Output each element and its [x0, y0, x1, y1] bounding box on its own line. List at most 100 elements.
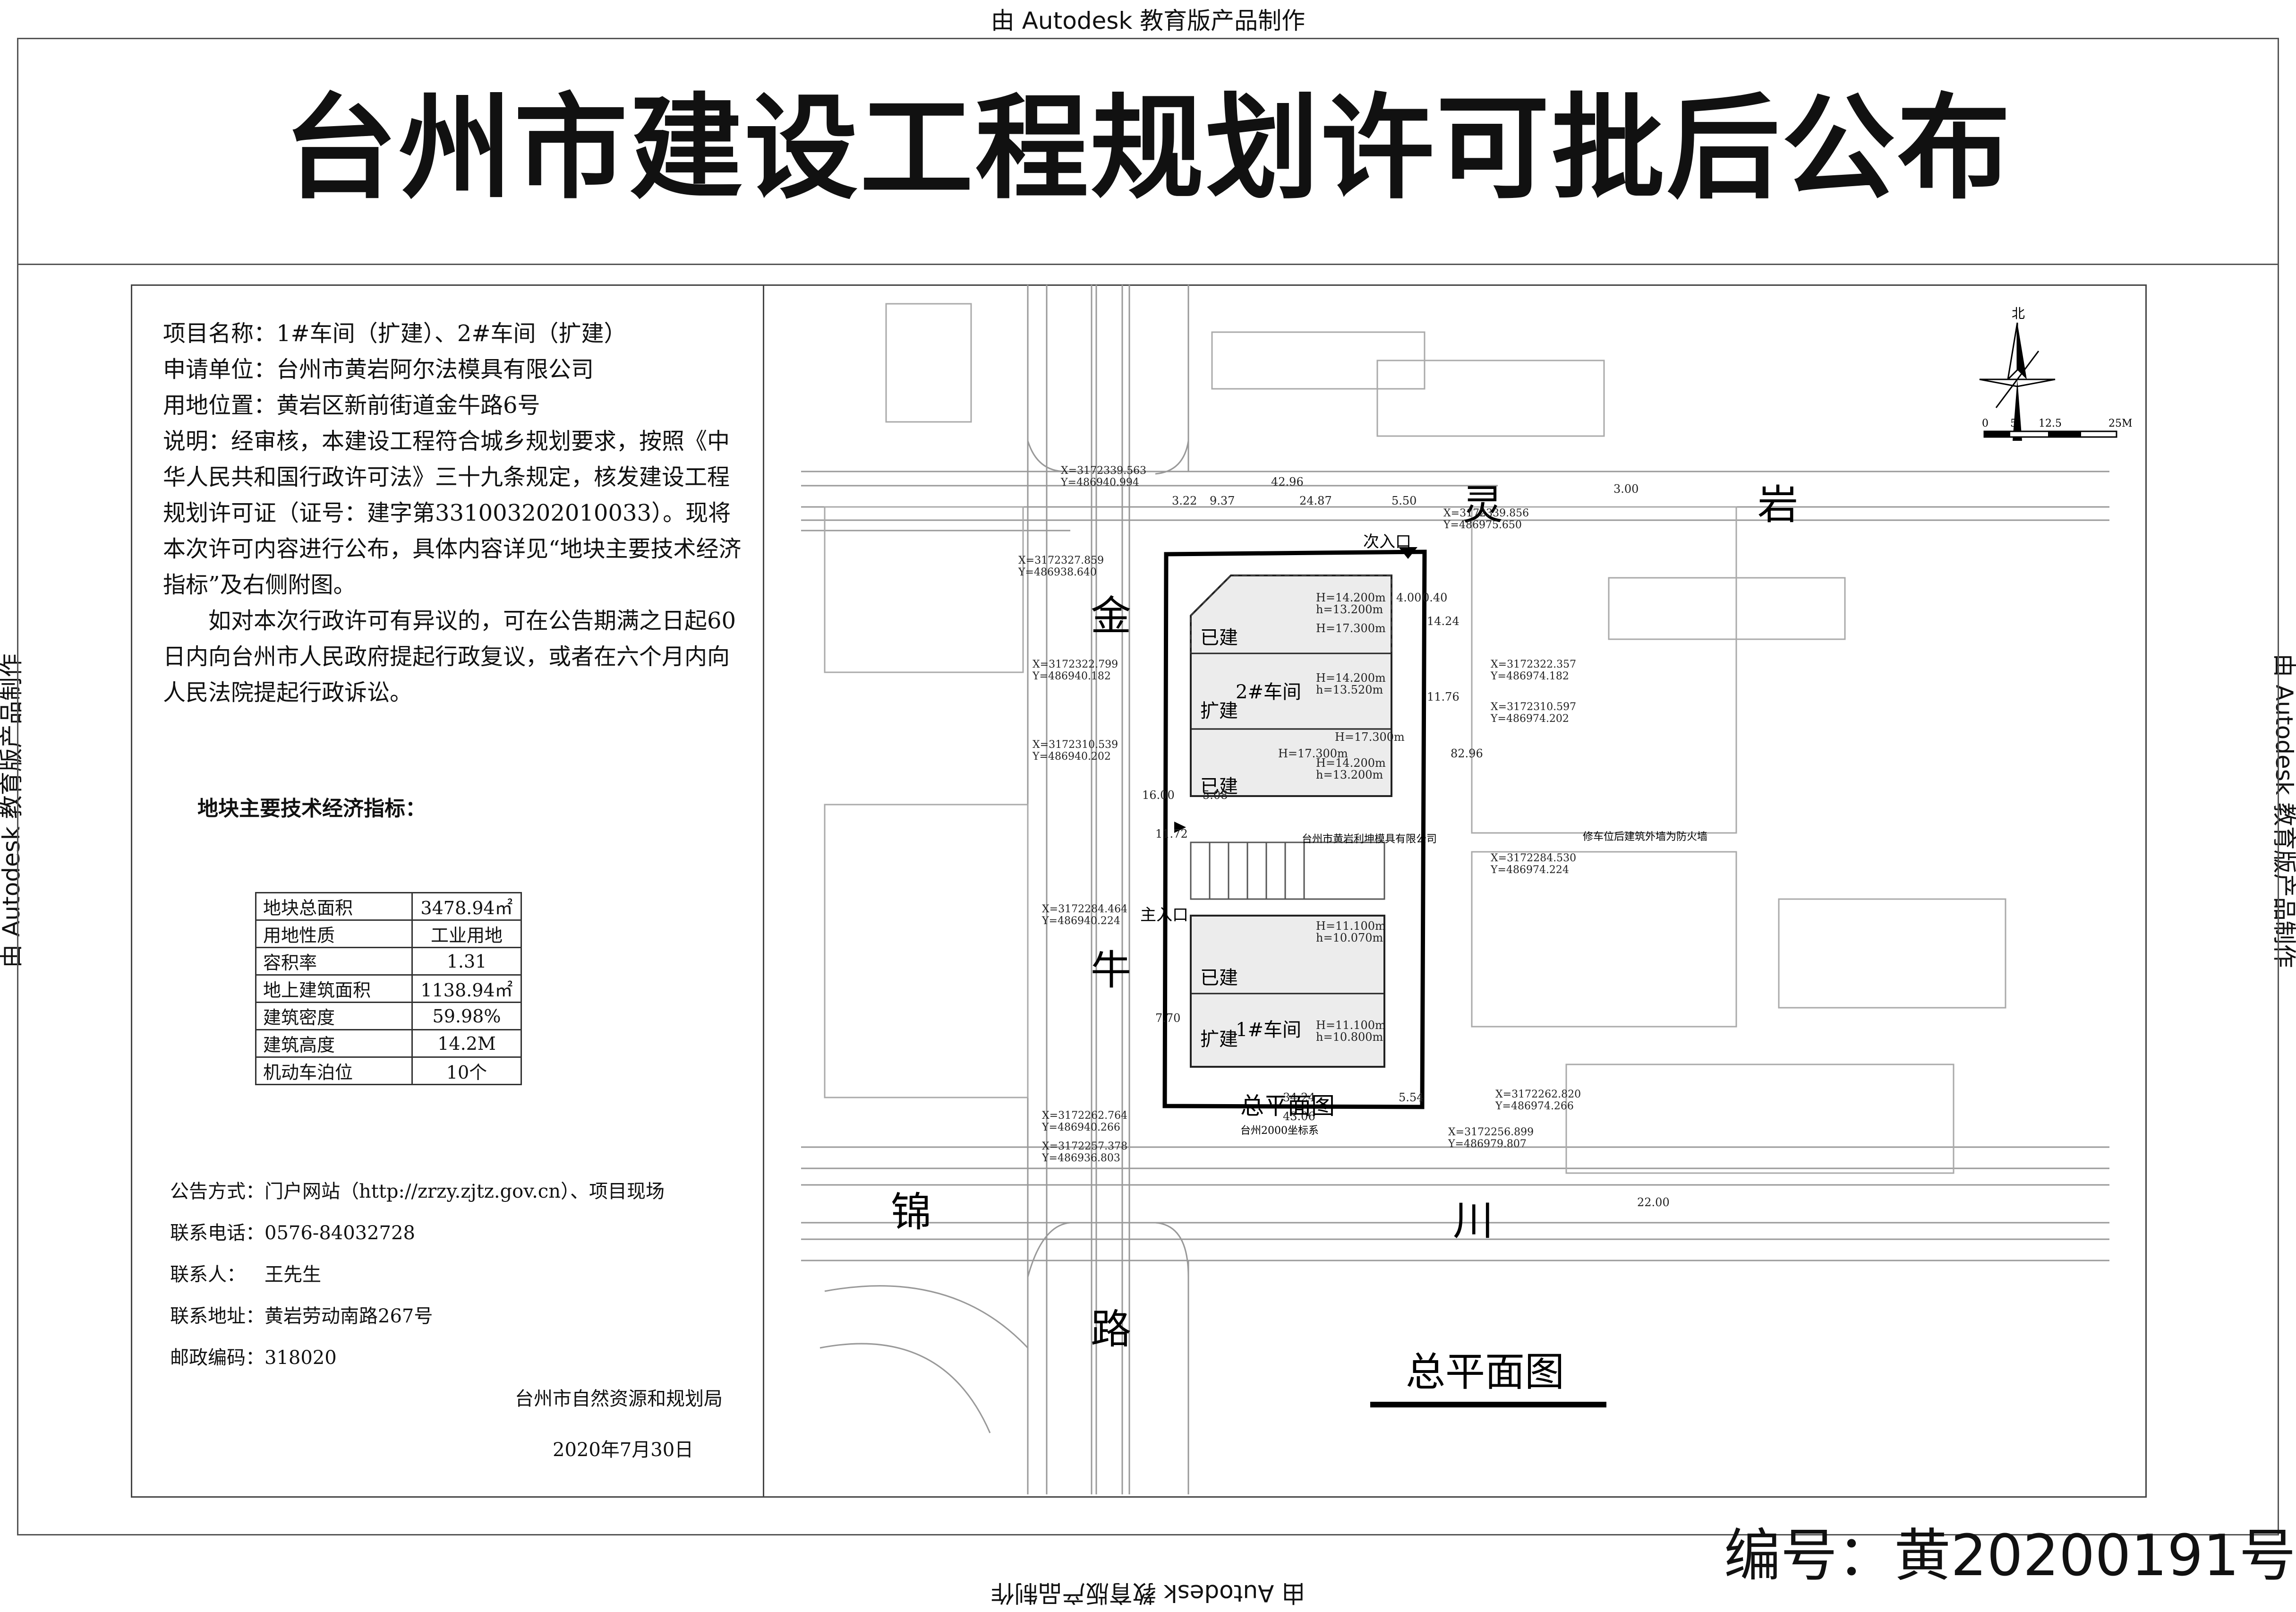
- dimension-label: 9.37: [1210, 494, 1235, 507]
- coordinate-label: Y=486974.224: [1490, 864, 1569, 876]
- building-1-expansion-label: 扩建: [1200, 1029, 1238, 1050]
- contact-person-label: 联系人：: [170, 1264, 246, 1286]
- coordinate-label: X=3172322.357: [1491, 659, 1576, 670]
- coordinate-label: Y=486975.650: [1443, 519, 1522, 531]
- contact-info: 公告方式：门户网站（http://zrzy.zjtz.gov.cn）、项目现场 …: [170, 1171, 665, 1379]
- contact-method-label: 公告方式：: [170, 1181, 265, 1202]
- outer-frame: [17, 38, 2279, 1535]
- road-label-chuan: 川: [1453, 1197, 1494, 1244]
- issue-date: 2020年7月30日: [553, 1439, 694, 1461]
- indicator-value: 1138.94㎡: [411, 974, 522, 1003]
- permit-number: 编号：黄20200191号: [1724, 1523, 2296, 1589]
- dimension-label: 5.54: [1399, 1091, 1424, 1104]
- scale-tick-label: 25M: [2108, 418, 2133, 429]
- description-row: 说明：经审核，本建设工程符合城乡规划要求，按照《中华人民共和国行政许可法》三十九…: [163, 423, 742, 603]
- height-label: h=10.800m: [1316, 1030, 1383, 1044]
- coordinate-label: Y=486936.803: [1041, 1152, 1120, 1164]
- dimension-label: 16.00: [1142, 789, 1175, 802]
- indicator-key: 地上建筑面积: [255, 974, 413, 1003]
- coordinate-label: X=3172339.856: [1443, 507, 1529, 519]
- height-label: H=17.300m: [1278, 747, 1348, 760]
- page-title: 台州市建设工程规划许可批后公布: [283, 82, 2013, 214]
- main-gate-arrow: [1174, 822, 1186, 833]
- north-arrow-icon: 北: [1979, 306, 2056, 441]
- watermark-top: 由 Autodesk 教育版产品制作: [990, 7, 1306, 34]
- dimension-label: 11.72: [1155, 827, 1188, 840]
- coordinate-label: X=3172310.539: [1033, 739, 1118, 751]
- dimension-label: 4.00: [1396, 591, 1421, 604]
- neighbor-buildings: [824, 303, 2006, 1174]
- contact-zip-label: 邮政编码：: [170, 1347, 265, 1369]
- height-label: H=17.300m: [1335, 730, 1405, 744]
- coordinate-label: Y=486974.182: [1490, 670, 1569, 682]
- panel-divider: [763, 284, 764, 1498]
- road-lines: [801, 285, 2109, 1494]
- scale-tick-label: 0: [1982, 418, 1989, 429]
- scale-tick-label: 5: [2010, 418, 2017, 429]
- project-info: 项目名称：1#车间（扩建）、2#车间（扩建） 申请单位：台州市黄岩阿尔法模具有限…: [163, 316, 742, 711]
- coordinate-label: Y=486938.640: [1018, 566, 1097, 578]
- coordinate-label: Y=486974.202: [1490, 713, 1569, 725]
- road-label-jin: 金: [1091, 592, 1131, 640]
- dimension-label: 7.70: [1155, 1012, 1180, 1025]
- road-label-ling: 灵: [1462, 481, 1503, 529]
- description-text: 经审核，本建设工程符合城乡规划要求，按照《中华人民共和国行政许可法》三十九条规定…: [163, 428, 742, 598]
- location-label: 用地位置：: [163, 392, 277, 419]
- indicator-key: 用地性质: [255, 919, 413, 948]
- contact-phone-row: 联系电话：0576-84032728: [170, 1212, 665, 1254]
- building-1-label: 1#车间: [1236, 1019, 1301, 1041]
- contact-phone-label: 联系电话：: [170, 1222, 265, 1244]
- applicant-label: 申请单位：: [163, 356, 277, 383]
- project-name-value: 1#车间（扩建）、2#车间（扩建）: [276, 320, 627, 347]
- applicant-value: 台州市黄岩阿尔法模具有限公司: [276, 356, 594, 383]
- coordinate-label: Y=486979.807: [1448, 1138, 1527, 1150]
- coordinate-label: X=3172284.530: [1491, 852, 1576, 864]
- road-label-jin2: 锦: [891, 1189, 931, 1236]
- content-panel: [131, 284, 2147, 1498]
- indicator-value: 1.31: [411, 947, 522, 976]
- height-label: H=11.100m: [1316, 1019, 1386, 1032]
- dimension-label: 43.06: [1283, 1110, 1315, 1123]
- building-2-label: 2#车间: [1236, 681, 1301, 703]
- contact-zip-value: 318020: [265, 1347, 337, 1369]
- coordinate-label: X=3172310.597: [1491, 701, 1576, 713]
- dimension-label: 22.00: [1637, 1196, 1670, 1209]
- objection-text: 如对本次行政许可有异议的，可在公告期满之日起60日内向台州市人民政府提起行政复议…: [163, 608, 736, 706]
- indicator-value: 3478.94㎡: [411, 892, 522, 921]
- contact-person-row: 联系人： 王先生: [170, 1254, 665, 1295]
- coordinate-label: Y=486940.266: [1041, 1122, 1120, 1133]
- indicator-value: 14.2M: [411, 1029, 522, 1058]
- height-label: h=13.520m: [1316, 683, 1383, 696]
- coordinate-label: Y=486974.266: [1495, 1100, 1574, 1112]
- dimension-label: 34.24: [1283, 1091, 1315, 1104]
- dimension-label: 14.24: [1427, 615, 1460, 628]
- contact-address-row: 联系地址：黄岩劳动南路267号: [170, 1295, 665, 1337]
- site-boundary: [1162, 549, 1427, 1109]
- contact-method-row: 公告方式：门户网站（http://zrzy.zjtz.gov.cn）、项目现场: [170, 1171, 665, 1212]
- coordinate-label: X=3172262.764: [1042, 1110, 1127, 1122]
- height-label: h=13.200m: [1316, 603, 1383, 616]
- dimension-label: 3.22: [1172, 494, 1197, 507]
- contact-person-value: 王先生: [265, 1264, 321, 1286]
- contact-address-value: 黄岩劳动南路267号: [265, 1305, 433, 1327]
- indicator-value: 59.98%: [411, 1002, 522, 1030]
- building-2-existing-label: 已建: [1200, 627, 1238, 649]
- contact-method-value: 门户网站（http://zrzy.zjtz.gov.cn）、项目现场: [265, 1181, 665, 1202]
- coordinate-label: Y=486940.182: [1032, 670, 1111, 682]
- parking-spaces: [1190, 841, 1385, 900]
- building-2-expansion-label: 扩建: [1200, 700, 1238, 722]
- description-label: 说明：: [163, 428, 231, 454]
- plan-title: 总平面图: [1406, 1349, 1564, 1395]
- height-label: H=17.300m: [1316, 622, 1386, 635]
- header-divider: [17, 264, 2279, 265]
- height-label: h=13.200m: [1316, 768, 1383, 781]
- dimension-label: 0.40: [1422, 591, 1447, 604]
- coordinate-label: X=3172322.799: [1033, 659, 1118, 670]
- height-label: H=14.200m: [1316, 671, 1386, 685]
- height-label: H=14.200m: [1316, 591, 1386, 604]
